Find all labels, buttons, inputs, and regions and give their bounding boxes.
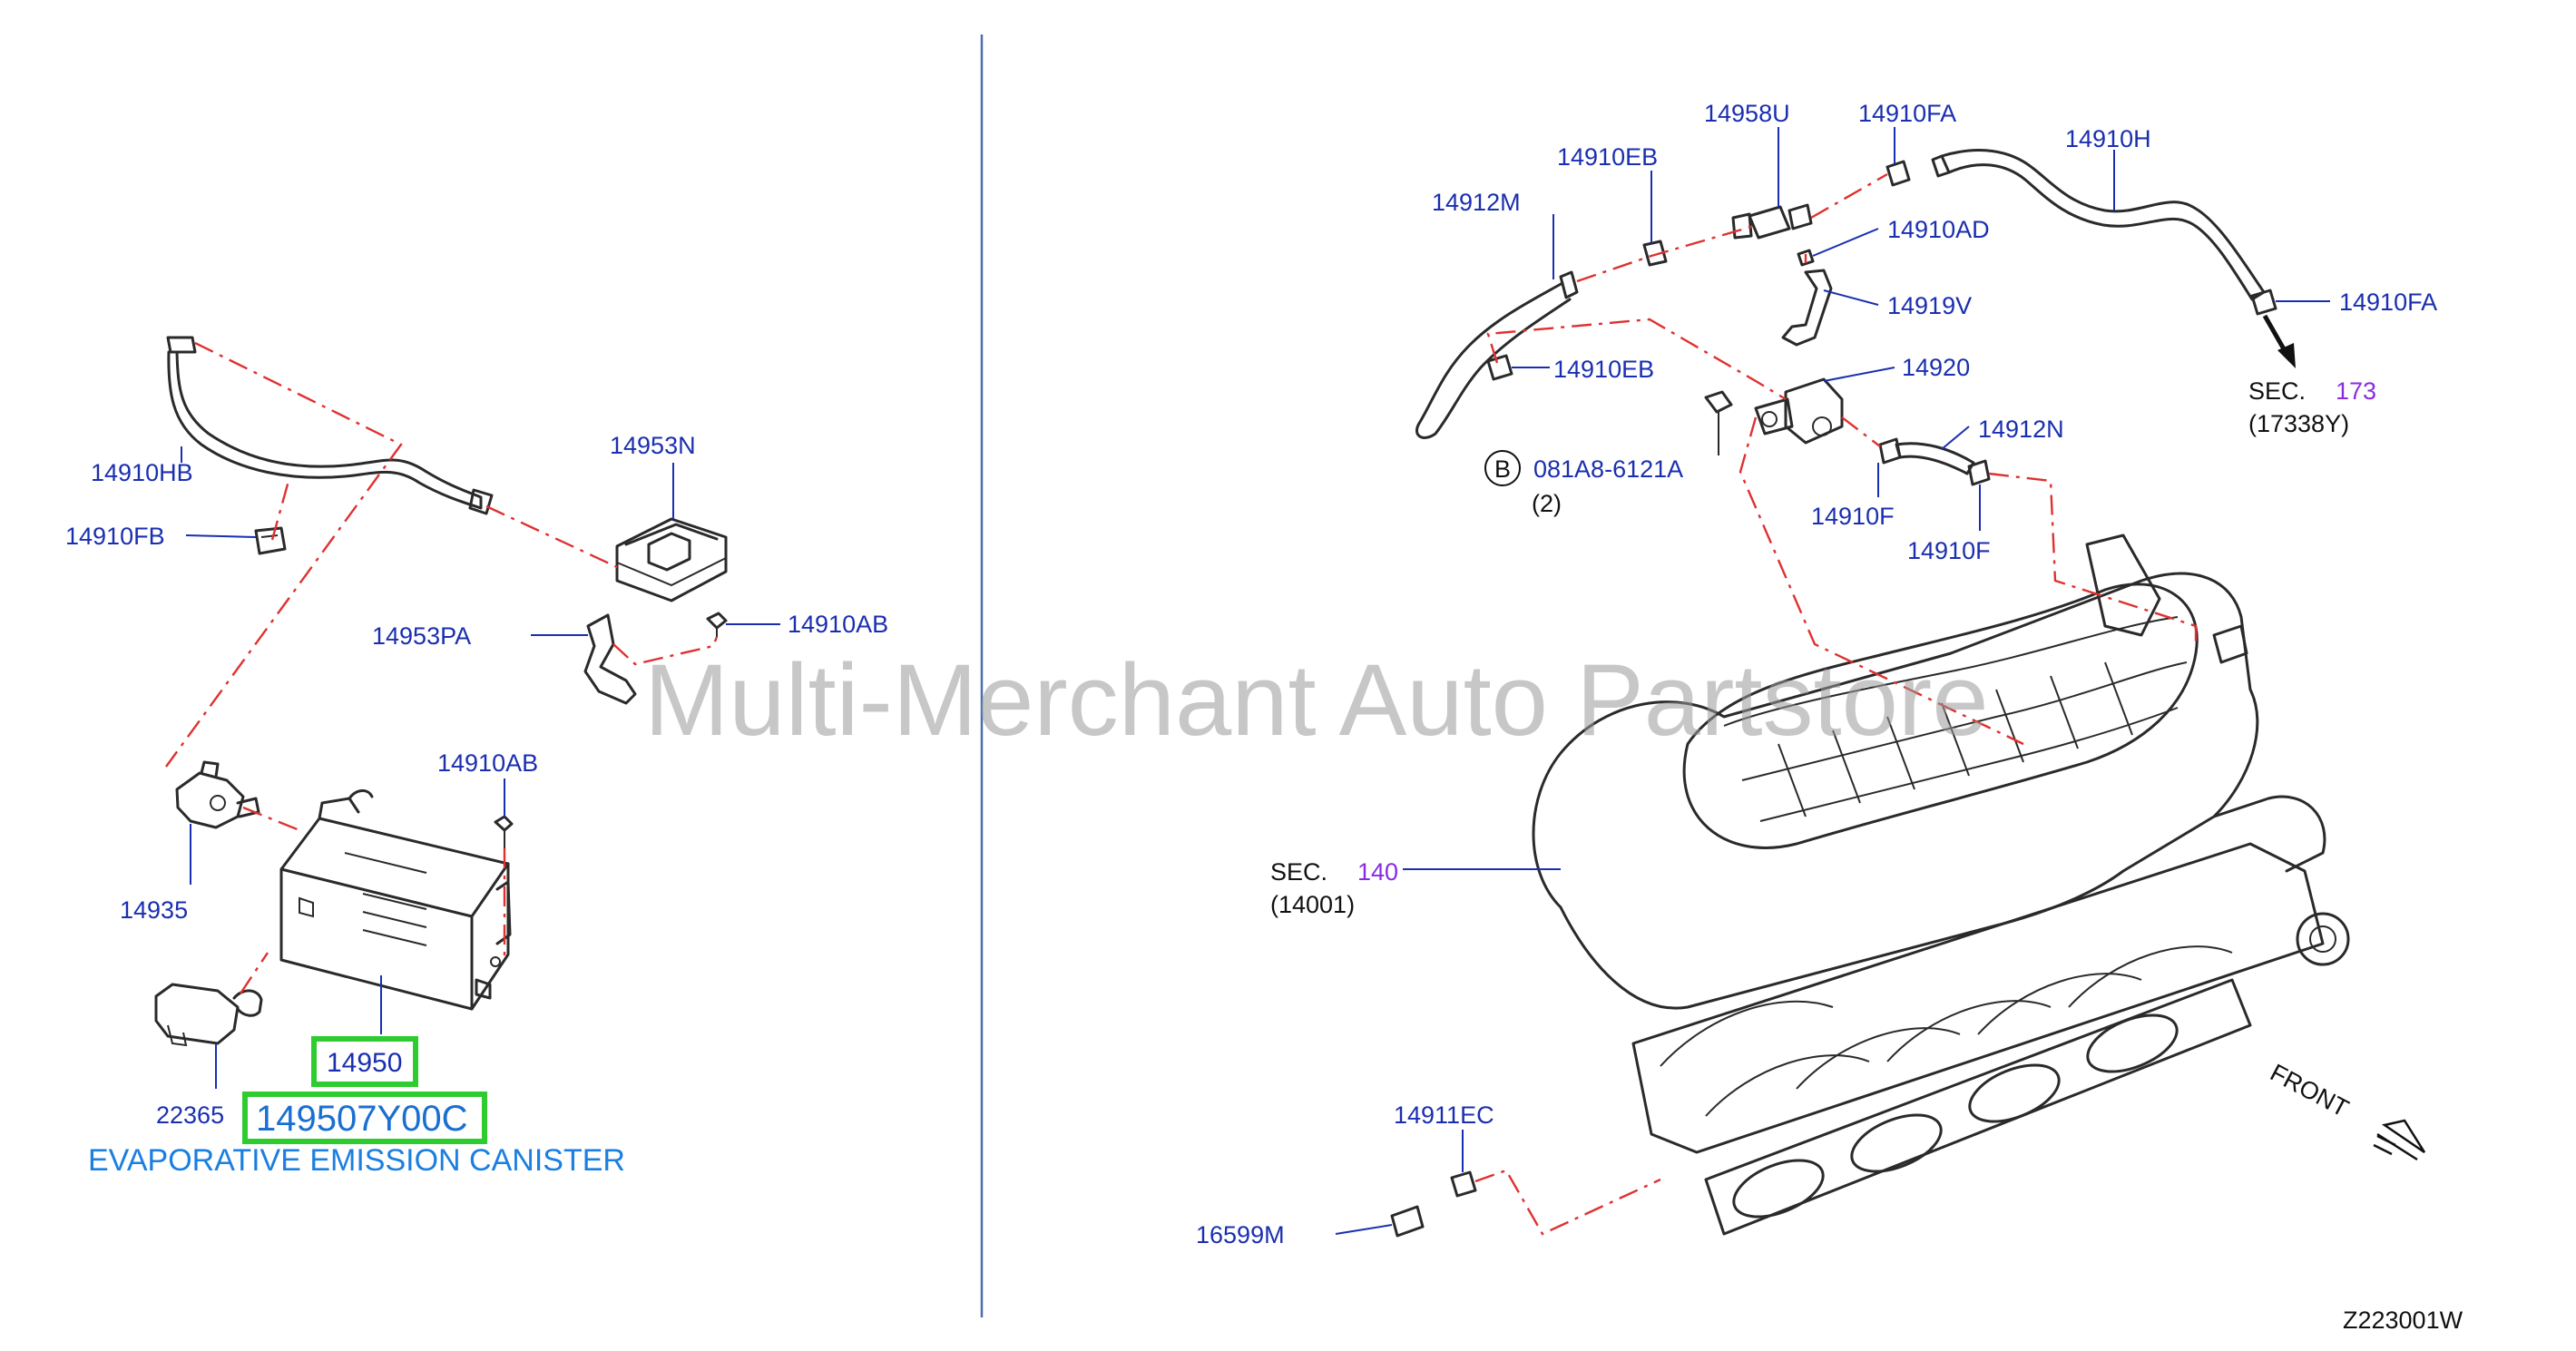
- label-14912M: 14912M: [1432, 189, 1521, 216]
- solenoid-14920: [1754, 377, 1844, 445]
- route-line-h: [1576, 225, 1752, 283]
- label-14953N: 14953N: [610, 432, 696, 459]
- label-14910H: 14910H: [2065, 125, 2151, 152]
- bolt-081A8: [1704, 390, 1733, 455]
- cap-16599M: [1390, 1205, 1425, 1238]
- route-line-b: [485, 504, 618, 569]
- arrow-to-sec-173-icon: [2262, 314, 2296, 368]
- highlighted-part-number: 14950: [327, 1048, 402, 1078]
- route-line-f: [240, 952, 269, 994]
- bolt-badge-circle: [1484, 450, 1521, 486]
- clip-14910EB-top: [1642, 240, 1668, 267]
- label-14920: 14920: [1902, 354, 1970, 381]
- sec-140-number: 140: [1357, 858, 1398, 886]
- filter-14953N: [615, 517, 728, 602]
- label-14910FA-top: 14910FA: [1858, 100, 1956, 127]
- bolt-14910AB-mid: [494, 815, 514, 848]
- label-14910EB-mid: 14910EB: [1553, 356, 1654, 383]
- figure-code: Z223001W: [2343, 1307, 2463, 1334]
- sec-140-reference: (14001): [1270, 891, 1355, 918]
- right-panel: 14958U 14910FA 14910H 14910EB 14912M 149…: [1196, 100, 2463, 1334]
- route-line-d: [242, 806, 300, 832]
- route-line-m: [1988, 472, 2198, 644]
- label-14912N: 14912N: [1978, 416, 2064, 443]
- left-panel: 14910HB 14910FB 14953N 14953PA 14910AB 1…: [65, 336, 888, 1178]
- label-14910AB-mid: 14910AB: [437, 749, 538, 777]
- label-14919V: 14919V: [1887, 292, 1972, 319]
- label-14910F-right: 14910F: [1907, 537, 1991, 564]
- route-line-j: [1486, 318, 1787, 401]
- sec-173-reference: (17338Y): [2248, 410, 2349, 437]
- bolt-14910AD: [1797, 249, 1815, 267]
- leader-14920: [1823, 367, 1895, 382]
- label-16599M: 16599M: [1196, 1221, 1285, 1248]
- valve-14958U: [1731, 203, 1813, 240]
- label-14958U: 14958U: [1704, 100, 1790, 127]
- canister-14950: [279, 789, 512, 1011]
- label-14910F-left: 14910F: [1811, 503, 1895, 530]
- label-14910HB: 14910HB: [91, 459, 193, 486]
- sec-140-word: SEC.: [1270, 858, 1327, 886]
- label-14935: 14935: [120, 896, 188, 924]
- highlight-box-part-number: [311, 1036, 418, 1087]
- sec-173-word: SEC.: [2248, 377, 2306, 405]
- hose-14910HB: [166, 336, 494, 515]
- highlight-box-oem-number: [242, 1092, 487, 1144]
- route-line-a: [165, 341, 403, 768]
- bracket-14919V: [1781, 269, 1833, 347]
- hose-14912N: [1895, 442, 1975, 475]
- clip-14910EB-mid: [1486, 354, 1513, 381]
- watermark: Multi-Merchant Auto Partstore: [644, 643, 1988, 757]
- bolt-part-number: 081A8-6121A: [1533, 455, 1683, 483]
- leader-14919V: [1823, 289, 1879, 306]
- front-arrow-icon: [2373, 1119, 2426, 1161]
- label-14953PA: 14953PA: [372, 622, 471, 650]
- label-14910AB-top: 14910AB: [788, 611, 888, 638]
- sensor-22365: [154, 983, 263, 1047]
- clip-14910FA-top: [1885, 160, 1911, 187]
- clip-14910FB: [254, 526, 287, 555]
- valve-14935: [175, 760, 260, 829]
- route-line-k: [1841, 416, 1881, 447]
- sec-173-number: 173: [2336, 377, 2376, 405]
- label-14910EB-top: 14910EB: [1557, 143, 1658, 171]
- clip-14910FA-right: [2250, 289, 2277, 316]
- route-line-o: [1474, 1169, 1661, 1236]
- bolt-quantity: (2): [1532, 490, 1562, 517]
- front-label: FRONT: [2266, 1059, 2353, 1122]
- oem-part-number: 149507Y00C: [256, 1099, 468, 1139]
- bolt-14910AB-top: [706, 612, 728, 637]
- hose-14912M: [1415, 270, 1579, 439]
- leader-14910FB: [185, 534, 257, 538]
- intake-manifold: [1532, 534, 2350, 1236]
- clip-14911EC: [1450, 1170, 1477, 1198]
- leader-14912N: [1941, 426, 1970, 450]
- label-22365: 22365: [156, 1101, 224, 1129]
- clip-14910F-left: [1878, 437, 1902, 465]
- label-14911EC: 14911EC: [1394, 1101, 1494, 1129]
- hose-14910H: [1931, 149, 2266, 301]
- label-14910FA-right: 14910FA: [2339, 289, 2437, 316]
- route-line-e: [612, 636, 719, 666]
- part-description: EVAPORATIVE EMISSION CANISTER: [88, 1143, 625, 1178]
- route-line-l: [1739, 416, 2024, 746]
- leader-14910AD: [1812, 228, 1879, 257]
- bracket-14953PA: [583, 613, 637, 705]
- route-line-c: [270, 480, 290, 541]
- clip-14910F-right: [1967, 459, 1991, 486]
- label-14910FB: 14910FB: [65, 523, 165, 550]
- route-line-i: [1810, 172, 1888, 220]
- bolt-badge-letter: B: [1494, 455, 1511, 483]
- label-14910AD: 14910AD: [1887, 216, 1990, 243]
- leader-16599M: [1335, 1224, 1393, 1235]
